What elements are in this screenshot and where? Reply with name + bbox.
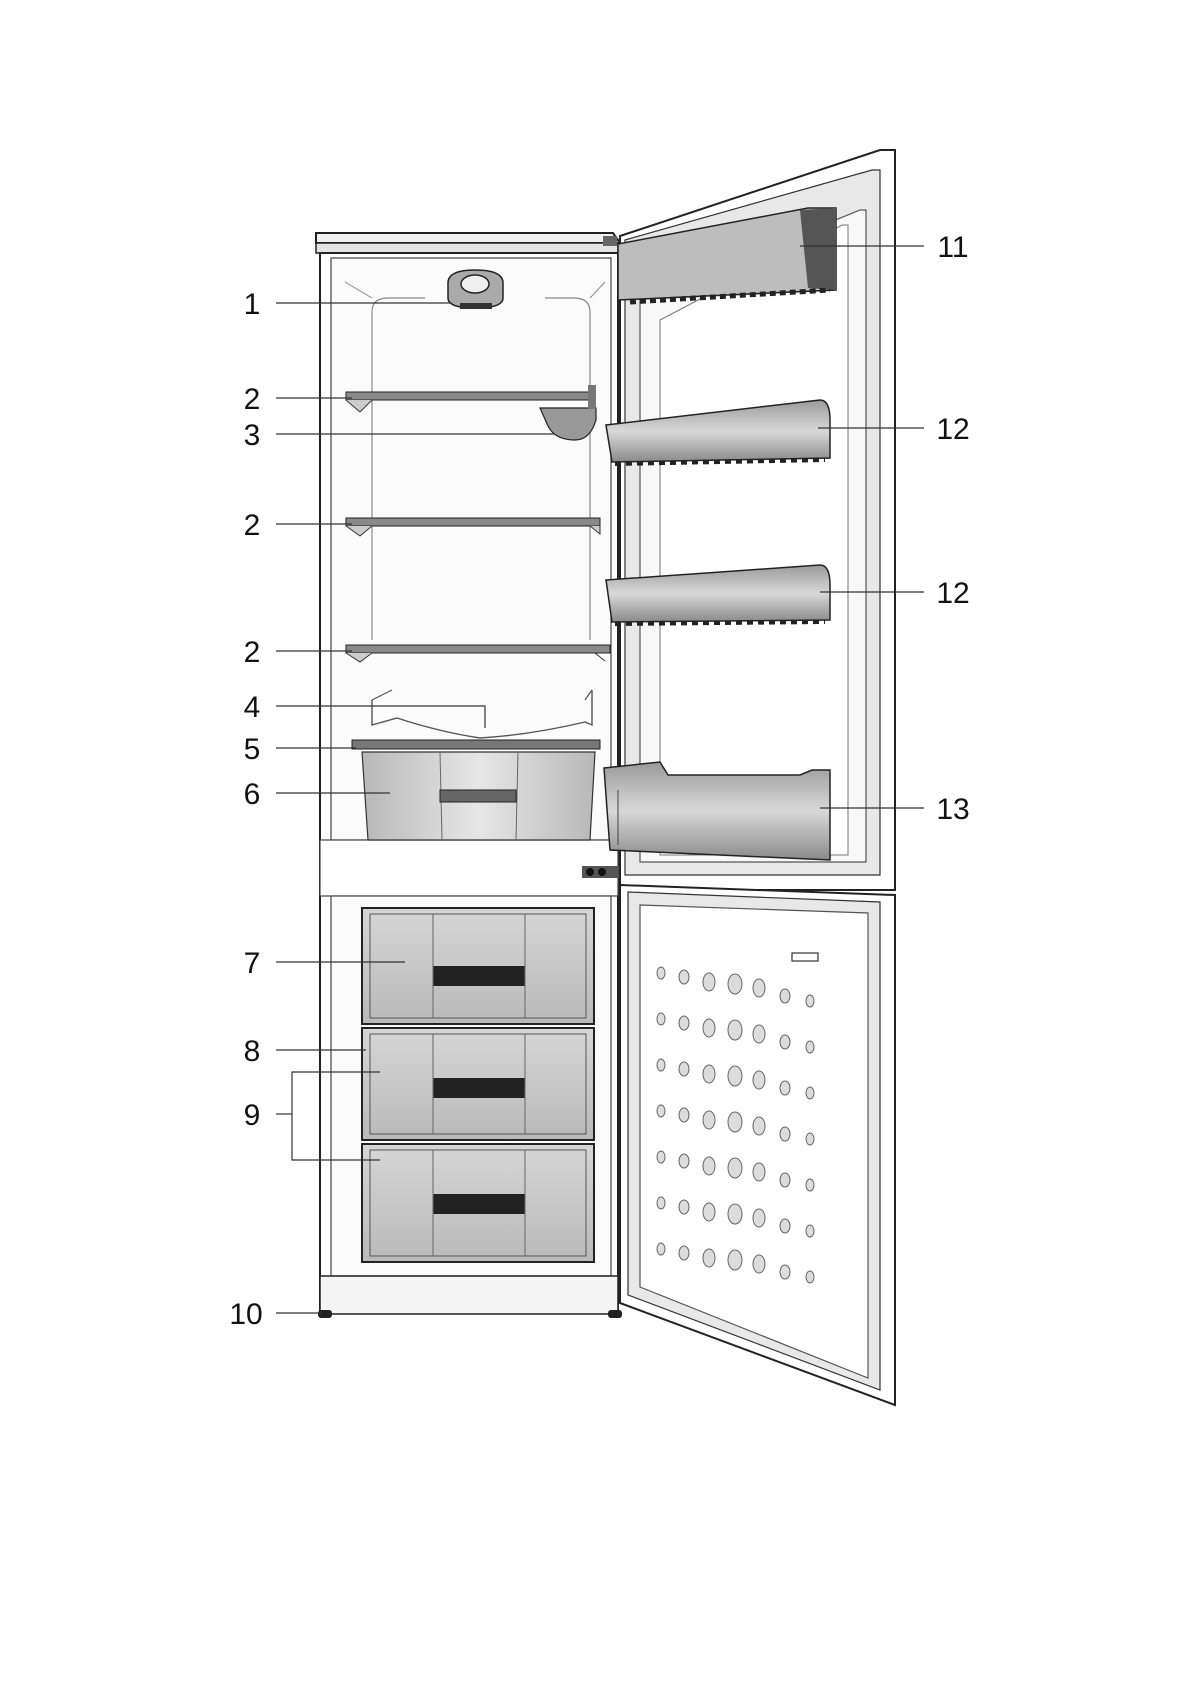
freezer-drawer-middle (362, 1028, 594, 1140)
callout-3: 3 (244, 419, 261, 452)
callout-10: 10 (229, 1298, 262, 1331)
callout-2-bottom-shelf: 2 (244, 636, 261, 669)
callout-8: 8 (244, 1035, 261, 1068)
callout-11: 11 (937, 231, 968, 264)
crisper-drawer (362, 752, 595, 840)
callout-7: 7 (244, 947, 261, 980)
callout-2-middle-shelf: 2 (244, 509, 261, 542)
callout-5: 5 (244, 733, 261, 766)
bottle-rack (604, 762, 830, 860)
callout-2-top-shelf: 2 (244, 383, 261, 416)
freezer-drawer-top (362, 908, 594, 1024)
callout-1: 1 (244, 288, 261, 321)
callout-4: 4 (244, 691, 261, 724)
callout-13: 13 (936, 793, 969, 826)
freezer-drawer-bottom (362, 1144, 594, 1262)
freezer-door (620, 885, 895, 1405)
callout-9: 9 (244, 1099, 261, 1132)
callout-12-upper: 12 (936, 413, 969, 446)
callout-6: 6 (244, 778, 261, 811)
fridge-door (604, 150, 895, 890)
thermostat-light-unit (448, 270, 503, 309)
freezer-drawers (362, 908, 594, 1262)
callout-12-lower: 12 (936, 577, 969, 610)
crisper-glass-cover (352, 740, 600, 749)
